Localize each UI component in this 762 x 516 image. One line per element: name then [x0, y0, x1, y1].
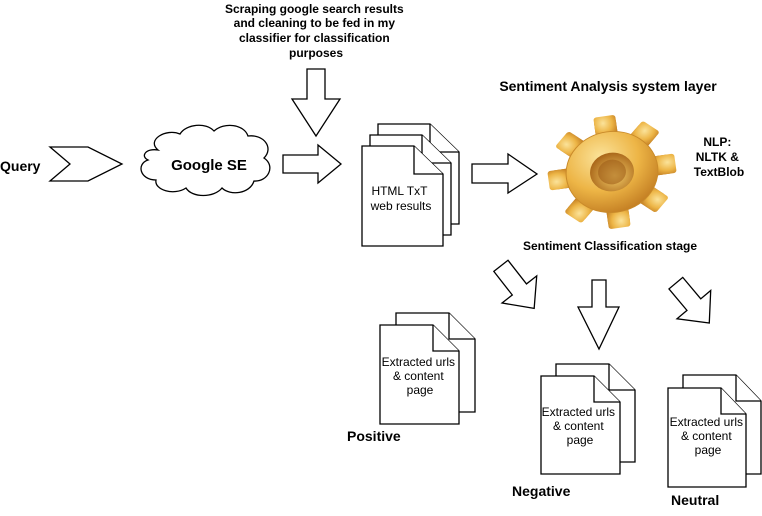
html-docs-line: HTML TxT — [371, 184, 428, 198]
doc-line: page — [695, 443, 722, 457]
html-docs-stack — [361, 123, 460, 247]
query-chevron-arrow — [48, 146, 124, 182]
negative-doc-label: Extracted urls & content page — [542, 405, 619, 447]
doc-line: page — [567, 433, 594, 447]
neutral-label: Neutral — [671, 492, 719, 508]
nlp-label: NLP: NLTK & TextBlob — [694, 135, 744, 179]
negative-docs-stack — [540, 363, 636, 475]
doc-line: & content — [553, 419, 604, 433]
arrow-to-negative — [576, 279, 621, 351]
scraping-note: Scraping google search results and clean… — [225, 2, 407, 60]
positive-doc-label: Extracted urls & content page — [382, 355, 459, 397]
nlp-line: TextBlob — [694, 165, 744, 179]
positive-label: Positive — [347, 428, 401, 444]
doc-line: & content — [681, 429, 732, 443]
scraping-note-line: classifier for classification — [239, 31, 390, 45]
negative-label: Negative — [512, 483, 571, 499]
doc-line: Extracted urls — [542, 405, 615, 419]
neutral-docs-stack — [667, 374, 762, 488]
html-docs-label: HTML TxT web results — [370, 184, 432, 213]
scraping-note-line: Scraping google search results — [225, 2, 404, 16]
arrow-to-engine — [471, 152, 539, 195]
arrow-to-positive — [492, 259, 538, 310]
doc-line: & content — [393, 369, 444, 383]
doc-line: Extracted urls — [382, 355, 455, 369]
search-engine-cloud — [140, 124, 271, 197]
gear-icon — [547, 115, 677, 229]
system-layer-title: Sentiment Analysis system layer — [499, 78, 717, 94]
classification-stage-label: Sentiment Classification stage — [523, 239, 697, 253]
arrow-to-html-docs — [282, 143, 343, 185]
html-docs-line: web results — [370, 199, 432, 213]
search-engine-label: Google SE — [171, 157, 247, 174]
scraping-note-line: and cleaning to be fed in my — [234, 16, 396, 30]
neutral-doc-label: Extracted urls & content page — [670, 415, 747, 457]
positive-docs-stack — [379, 312, 476, 425]
nlp-line: NLTK & — [696, 150, 739, 164]
scraping-note-line: purposes — [289, 46, 343, 60]
query-label: Query — [0, 158, 41, 174]
doc-line: page — [407, 383, 434, 397]
down-arrow-note — [290, 68, 342, 138]
nlp-line: NLP: — [703, 135, 731, 149]
arrow-to-neutral — [668, 276, 712, 324]
doc-line: Extracted urls — [670, 415, 743, 429]
